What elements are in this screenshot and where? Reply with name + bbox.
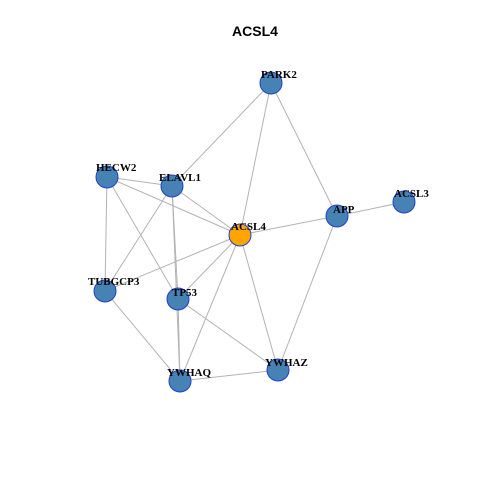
node-label-elavl1: ELAVL1 (159, 172, 201, 184)
node-circle-hecw2 (95, 165, 119, 189)
node-park2: PARK2 (259, 69, 297, 95)
node-circle-tubgcp3 (93, 279, 117, 303)
edge-app-acsl4 (239, 215, 338, 236)
node-label-ywhaz: YWHAZ (265, 357, 308, 369)
edge-tp53-ywhaq (177, 298, 181, 382)
node-elavl1: ELAVL1 (159, 172, 201, 198)
edge-acsl4-ywhaz (239, 234, 279, 371)
node-circle-park2 (259, 71, 283, 95)
edge-elavl1-ywhaq (171, 185, 181, 382)
node-hecw2: HECW2 (95, 162, 137, 189)
node-ywhaq: YWHAQ (167, 367, 211, 393)
node-tp53: TP53 (166, 287, 198, 311)
edge-acsl4-ywhaq (179, 234, 241, 382)
node-label-app: APP (333, 204, 355, 216)
node-ywhaz: YWHAZ (265, 357, 308, 382)
edge-park2-acsl4 (239, 82, 272, 236)
node-circle-ywhaq (168, 369, 192, 393)
node-label-ywhaq: YWHAQ (167, 367, 211, 379)
node-circle-app (325, 204, 349, 228)
node-label-acsl3: ACSL3 (394, 188, 429, 200)
edge-park2-elavl1 (171, 82, 272, 187)
node-circle-acsl4 (228, 223, 252, 247)
node-circle-ywhaz (266, 358, 290, 382)
node-label-acsl4: ACSL4 (231, 221, 266, 233)
node-label-tubgcp3: TUBGCP3 (88, 276, 140, 288)
edge-app-ywhaz (277, 215, 338, 371)
node-tubgcp3: TUBGCP3 (88, 276, 140, 303)
node-label-hecw2: HECW2 (96, 162, 137, 174)
edge-elavl1-acsl4 (171, 185, 241, 236)
node-label-park2: PARK2 (261, 69, 297, 81)
node-circle-elavl1 (160, 174, 184, 198)
graph-title: ACSL4 (232, 23, 278, 39)
node-acsl3: ACSL3 (392, 188, 429, 214)
edge-elavl1-tubgcp3 (104, 185, 173, 292)
edge-hecw2-tubgcp3 (104, 176, 108, 292)
edge-acsl4-tp53 (177, 234, 241, 300)
edge-ywhaq-ywhaz (179, 369, 279, 382)
node-circle-acsl3 (392, 190, 416, 214)
edge-acsl4-tubgcp3 (104, 234, 241, 292)
edge-park2-app (270, 82, 338, 217)
node-circle-tp53 (166, 287, 190, 311)
edge-tp53-ywhaz (177, 298, 279, 371)
node-app: APP (325, 204, 355, 228)
node-acsl4: ACSL4 (228, 221, 266, 247)
edge-hecw2-tp53 (106, 176, 179, 300)
edge-layer (104, 82, 405, 382)
edge-tubgcp3-ywhaq (104, 290, 181, 382)
node-label-tp53: TP53 (172, 287, 198, 299)
